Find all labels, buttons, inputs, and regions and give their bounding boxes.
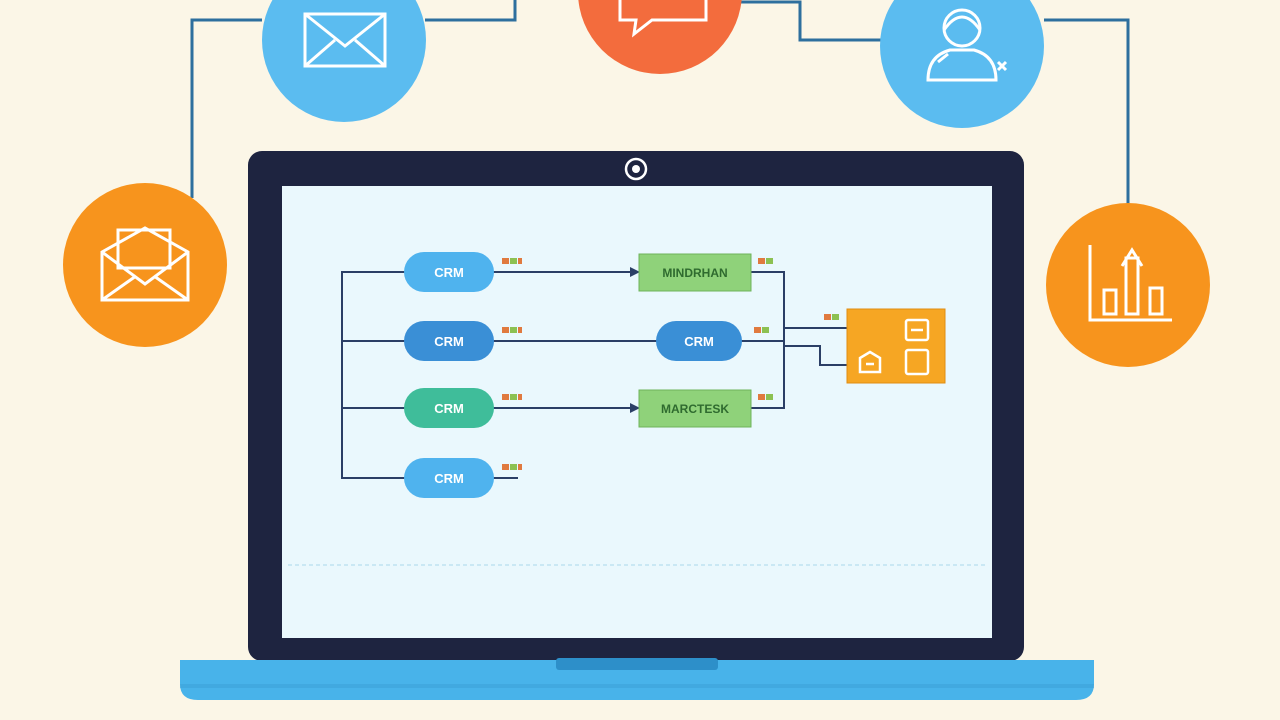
pill-label: CRM [434,334,464,349]
pill-crm-1: CRM [404,252,494,292]
open-envelope-icon [100,226,190,302]
laptop-base [180,660,1094,700]
pill-label: CRM [434,265,464,280]
laptop-base-shade [180,684,1094,688]
pill-crm-middle: CRM [656,321,742,361]
outer-connectors [190,0,1130,205]
circle-bar-chart [1046,203,1210,367]
envelope-icon [303,12,387,68]
box-marctesk: MARCTESK [638,389,752,428]
pill-crm-2: CRM [404,321,494,361]
laptop-screen [282,186,992,638]
circle-open-envelope [63,183,227,347]
status-markers [502,258,839,470]
pill-label: CRM [684,334,714,349]
bar-chart-icon [1088,245,1172,322]
output-panel [846,308,946,384]
circle-person [880,0,1044,128]
panel-icons [858,318,930,376]
circle-envelope [262,0,426,122]
pill-crm-3: CRM [404,388,494,428]
person-icon [926,8,1008,82]
flow-connectors [341,267,847,479]
laptop [180,151,1094,700]
pill-label: CRM [434,401,464,416]
pill-crm-4: CRM [404,458,494,498]
laptop-notch [556,658,718,670]
pill-label: CRM [434,471,464,486]
chat-bubble-icon [618,0,708,38]
box-mindrhan: MINDRHAN [638,253,752,292]
webcam-icon [624,157,648,181]
circle-chat [578,0,742,74]
box-label: MINDRHAN [662,266,727,280]
box-label: MARCTESK [661,402,729,416]
